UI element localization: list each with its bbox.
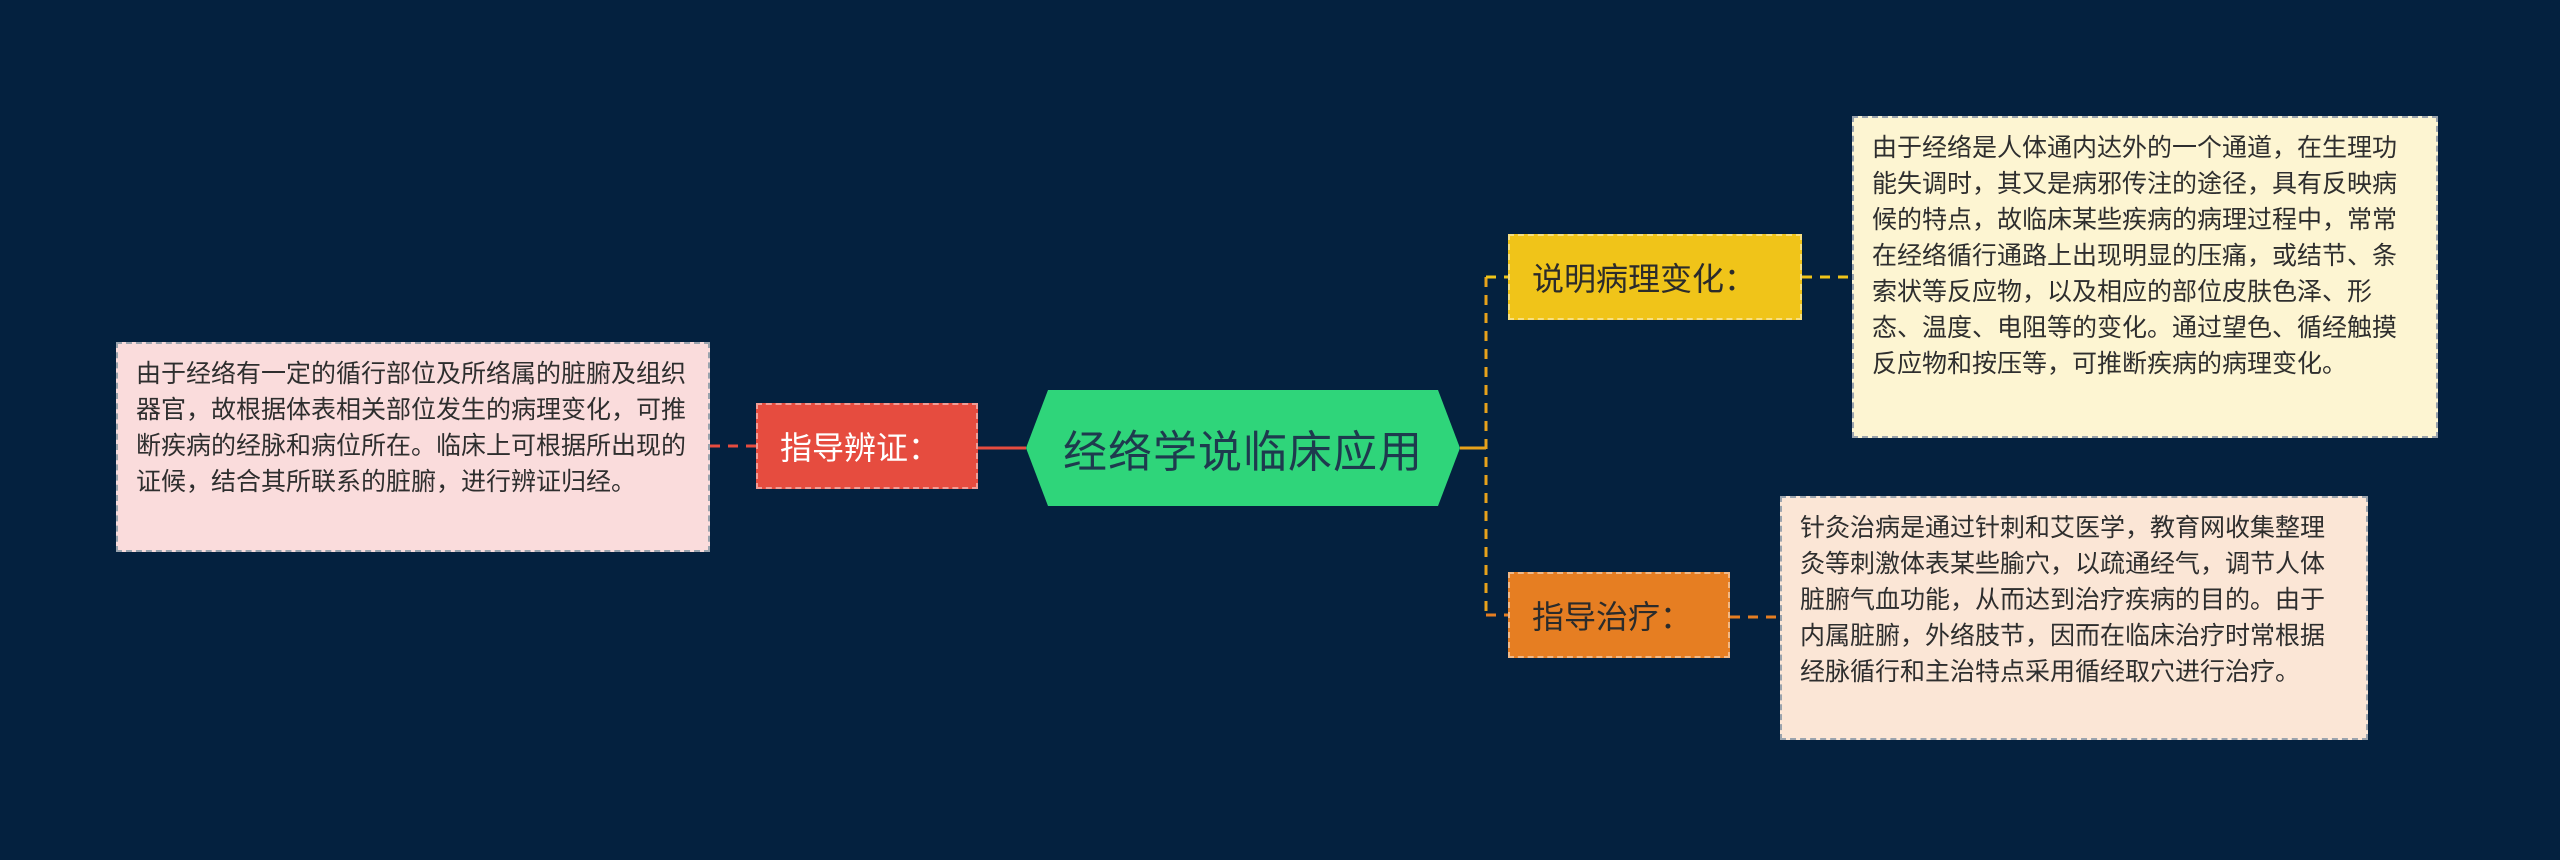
- detail-pathology-text: 由于经络是人体通内达外的一个通道，在生理功能失调时，其又是病邪传注的途径，具有反…: [1872, 133, 2398, 378]
- detail-diagnosis[interactable]: 由于经络有一定的循行部位及所络属的脏腑及组织器官，故根据体表相关部位发生的病理变…: [116, 342, 710, 552]
- branch-diagnosis-label: 指导辨证：: [780, 429, 941, 467]
- branch-pathology[interactable]: 说明病理变化：: [1508, 234, 1802, 320]
- central-topic[interactable]: 经络学说临床应用: [1026, 390, 1460, 506]
- branch-treatment[interactable]: 指导治疗：: [1508, 572, 1730, 658]
- branch-diagnosis[interactable]: 指导辨证：: [756, 403, 978, 489]
- detail-treatment-text: 针灸治病是通过针刺和艾医学，教育网收集整理灸等刺激体表某些腧穴，以疏通经气，调节…: [1800, 513, 2326, 686]
- branch-treatment-label: 指导治疗：: [1532, 598, 1693, 636]
- detail-treatment[interactable]: 针灸治病是通过针刺和艾医学，教育网收集整理灸等刺激体表某些腧穴，以疏通经气，调节…: [1780, 496, 2368, 740]
- central-topic-label: 经络学说临床应用: [1063, 427, 1423, 478]
- detail-pathology[interactable]: 由于经络是人体通内达外的一个通道，在生理功能失调时，其又是病邪传注的途径，具有反…: [1852, 116, 2438, 438]
- branch-pathology-label: 说明病理变化：: [1532, 260, 1757, 298]
- detail-diagnosis-text: 由于经络有一定的循行部位及所络属的脏腑及组织器官，故根据体表相关部位发生的病理变…: [136, 359, 687, 496]
